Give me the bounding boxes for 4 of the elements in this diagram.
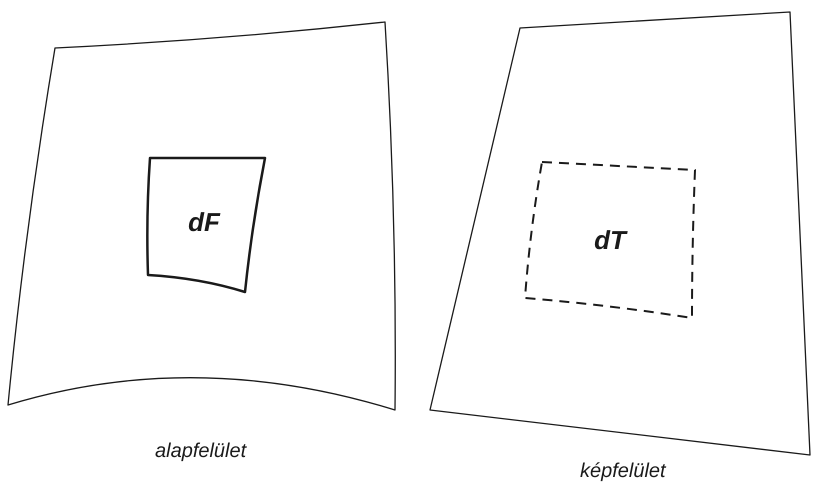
surface-label: dF: [188, 206, 220, 239]
node-label: képfelület: [580, 459, 666, 484]
surface-label: dT: [594, 224, 626, 256]
node-label: alapfelület: [155, 439, 246, 464]
